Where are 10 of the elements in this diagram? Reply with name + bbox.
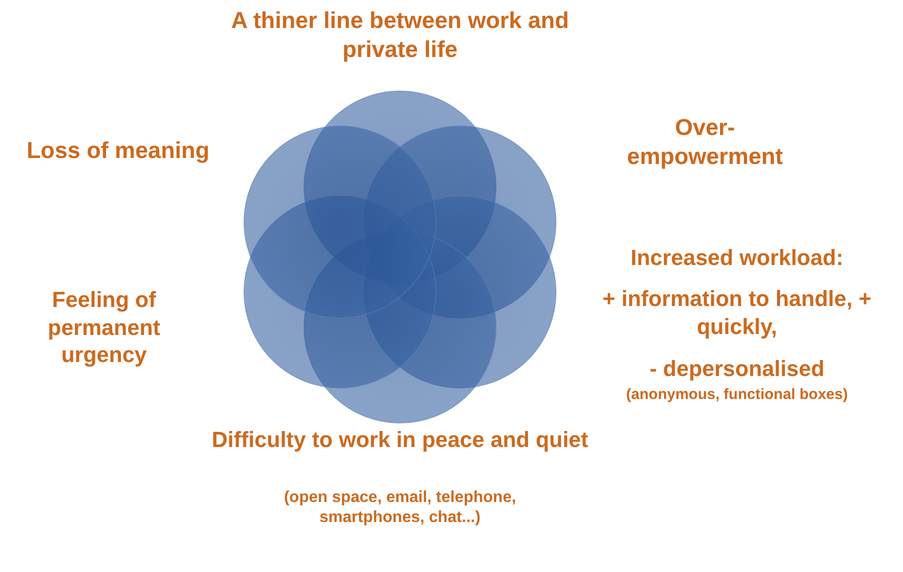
- label-text: + information to handle, + quickly,: [602, 285, 872, 340]
- label-text: Increased workload:: [630, 244, 844, 272]
- label-text: Feeling of permanent urgency: [46, 286, 162, 368]
- note-text: (open space, email, telephone, smartphones, chat...): [282, 488, 518, 528]
- note-text: (anonymous, functional boxes): [625, 386, 849, 405]
- label-text: Loss of meaning: [26, 136, 210, 165]
- label-text: Difficulty to work in peace and quiet: [210, 426, 590, 454]
- label-text: - depersonalised: [648, 355, 826, 382]
- label-text: Over- empowerment: [626, 113, 784, 170]
- label-text: A thiner line between work and private life: [230, 6, 570, 64]
